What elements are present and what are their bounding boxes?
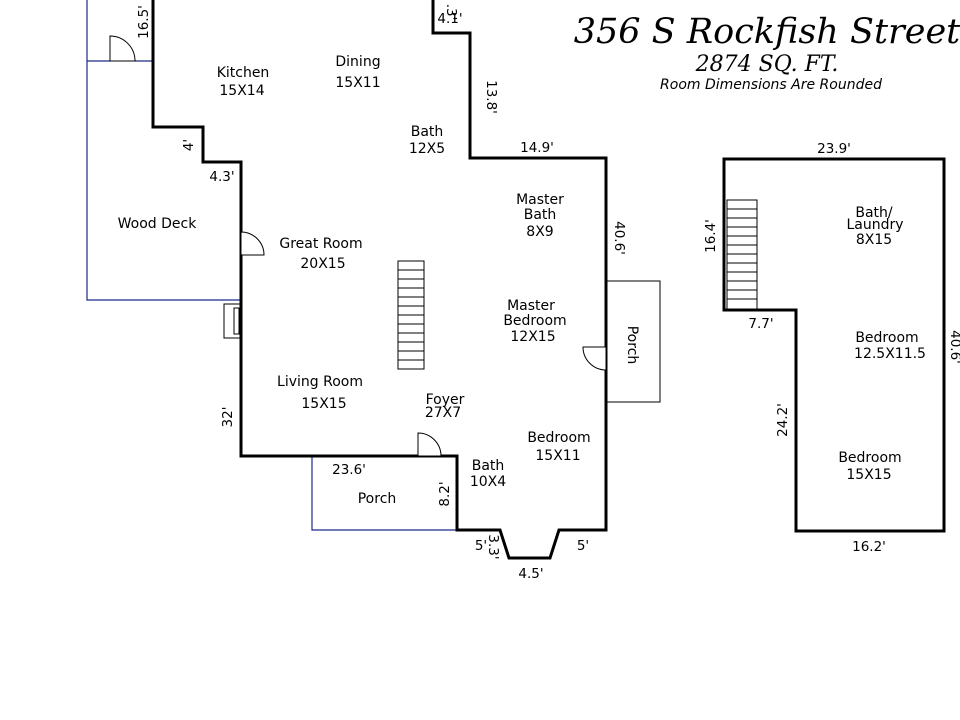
dim-4-5: 4.5' — [518, 566, 543, 582]
dim-40-6-second: 40.6' — [947, 330, 960, 364]
bath-laundry-label-1: Bath/ — [855, 205, 893, 221]
dim-13-8: 13.8' — [483, 80, 499, 114]
main-house-walls — [151, 0, 608, 560]
foyer-size: 27X7 — [425, 405, 461, 421]
dim-24-2: 24.2' — [775, 403, 791, 437]
dim-14-9: 14.9' — [520, 140, 554, 156]
bedroom-3-label: Bedroom — [838, 450, 901, 466]
dim-0-3: .3' — [443, 4, 459, 21]
dim-3-3: 3.3' — [485, 534, 501, 559]
living-room-label: Living Room — [277, 374, 363, 390]
dim-16-5: 16.5' — [136, 5, 152, 39]
wood-deck-outline — [86, 0, 240, 301]
dining-size: 15X11 — [335, 75, 380, 91]
front-porch-outline — [311, 456, 457, 531]
main-stairs — [397, 260, 425, 370]
master-bedroom-size: 12X15 — [510, 329, 555, 345]
side-porch-label: Porch — [624, 326, 640, 365]
dim-4-1: 4.1' — [437, 11, 462, 27]
bedroom-3-size: 15X15 — [846, 467, 891, 483]
dim-16-4: 16.4' — [703, 219, 719, 253]
front-porch-label: Porch — [358, 491, 397, 507]
master-bedroom-label-2: Bedroom — [503, 313, 566, 329]
address-title: 356 S Rockfish Street — [574, 12, 960, 52]
wood-deck-label: Wood Deck — [118, 216, 198, 232]
bath-laundry-label-2: Laundry — [846, 217, 903, 233]
bedroom-2-size: 12.5X11.5 — [854, 346, 926, 362]
master-bath-size: 8X9 — [526, 224, 553, 240]
dim-23-9: 23.9' — [817, 141, 851, 157]
great-room-door — [240, 231, 265, 256]
bedroom-main-label: Bedroom — [527, 430, 590, 446]
bath-lower-label: Bath — [472, 458, 505, 474]
foyer-label: Foyer — [426, 392, 465, 408]
deck-door — [109, 35, 136, 62]
master-bath-label-1: Master — [516, 192, 564, 208]
great-room-label: Great Room — [279, 236, 362, 252]
dim-8-2: 8.2' — [437, 481, 453, 506]
living-room-size: 15X15 — [301, 396, 346, 412]
dim-4: 4' — [181, 139, 197, 151]
second-unit-walls — [722, 157, 946, 533]
master-bedroom-label-1: Master — [507, 298, 555, 314]
kitchen-size: 15X14 — [219, 83, 264, 99]
bedroom-2-label: Bedroom — [855, 330, 918, 346]
bath-upper-label: Bath — [411, 124, 444, 140]
dim-4-3: 4.3' — [209, 169, 234, 185]
fireplace — [223, 303, 242, 339]
dim-23-6: 23.6' — [332, 462, 366, 478]
dim-7-7: 7.7' — [748, 316, 773, 332]
bath-laundry-size: 8X15 — [856, 232, 892, 248]
square-footage: 2874 SQ. FT. — [695, 52, 839, 77]
bath-lower-size: 10X4 — [470, 474, 506, 490]
bedroom-main-size: 15X11 — [535, 448, 580, 464]
great-room-size: 20X15 — [300, 256, 345, 272]
dim-16-2: 16.2' — [852, 539, 886, 555]
master-bath-label-2: Bath — [524, 207, 557, 223]
dim-40-6-main: 40.6' — [611, 221, 627, 255]
dimensions-note: Room Dimensions Are Rounded — [660, 77, 882, 93]
dim-5-right: 5' — [577, 538, 589, 554]
porch-door — [582, 346, 607, 371]
kitchen-label: Kitchen — [217, 65, 270, 81]
dining-label: Dining — [335, 54, 380, 70]
foyer-door — [417, 432, 442, 457]
dim-5-left: 5' — [475, 538, 487, 554]
second-unit-stairs — [726, 199, 758, 311]
dim-32: 32' — [220, 407, 236, 428]
bath-upper-size: 12X5 — [409, 141, 445, 157]
